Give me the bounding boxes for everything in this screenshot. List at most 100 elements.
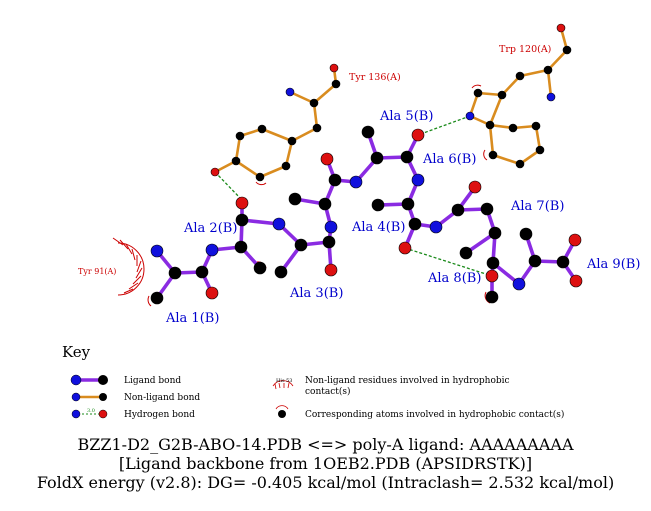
- caption-line-3: FoldX energy (v2.8): DG= -0.405 kcal/mol…: [36, 473, 615, 492]
- ligand-oxygen: [485, 269, 499, 283]
- legend-hydrophobic-residue-icon: [272, 380, 294, 390]
- ligand-nitrogen: [205, 243, 219, 257]
- ligand-carbon: [401, 197, 415, 211]
- legend-nonligand-hydrophobic-label-1: Non-ligand residues involved in hydropho…: [305, 376, 510, 386]
- ligand-nitrogen: [429, 220, 443, 234]
- legend-nonligand-bond-label: Non-ligand bond: [124, 393, 200, 403]
- trp120-contact-arc-2: [483, 149, 488, 161]
- residue-label-trp120: Trp 120(A): [499, 44, 551, 55]
- ligand-carbon: [480, 202, 494, 216]
- ligand-oxygen: [320, 152, 334, 166]
- tyr136-carbon: [257, 124, 267, 134]
- ligand-oxygen: [324, 263, 338, 277]
- ligand-carbon: [371, 198, 385, 212]
- ligand-label-ala4: Ala 4(B): [351, 220, 405, 235]
- ligand-carbon: [253, 261, 267, 275]
- trp120-contact-arc-1: [471, 84, 482, 89]
- ligand-carbon: [519, 227, 533, 241]
- tyr136-carbon: [331, 79, 341, 89]
- ligand-label-ala1: Ala 1(B): [165, 311, 219, 326]
- trp120-carbon: [508, 123, 518, 133]
- legend-corresponding-atom: [278, 410, 286, 418]
- tyr136-contact-arc: [255, 181, 267, 186]
- hydrophobic-arcs: [112, 84, 491, 307]
- ligand-carbon: [451, 203, 465, 217]
- residue-label-tyr91: Tyr 91(A): [78, 267, 116, 276]
- ligand-carbon: [485, 290, 499, 304]
- ligand-nitrogen: [411, 173, 425, 187]
- ligand-carbon: [370, 151, 384, 165]
- legend-title: Key: [62, 343, 91, 361]
- ala1-contact-arc: [147, 295, 152, 307]
- tyr91-hydrophobic-arc: [112, 237, 145, 296]
- hbond-ala4-ala8: [404, 247, 493, 277]
- ligand-nitrogen: [349, 175, 363, 189]
- legend-hbond-distance: 3.0: [87, 408, 95, 414]
- legend-his-sample: His 53: [276, 378, 292, 384]
- ligand-oxygen: [411, 128, 425, 142]
- tyr136-carbon: [235, 131, 245, 141]
- ligand-carbon: [528, 254, 542, 268]
- caption-line-1: BZZ1-D2_G2B-ABO-14.PDB <=> poly-A ligand…: [77, 435, 574, 454]
- hydrogen-bonds: [214, 115, 493, 277]
- legend-contact-arc-icon: [275, 405, 289, 410]
- ligand-nitrogen: [512, 277, 526, 291]
- ligand-oxygen: [205, 286, 219, 300]
- residue-label-tyr136: Tyr 136(A): [349, 72, 401, 83]
- legend-corresponding-atoms-label: Corresponding atoms involved in hydropho…: [305, 409, 564, 420]
- ligand-carbon: [361, 125, 375, 139]
- trp120-nitrogen: [465, 111, 475, 121]
- caption-line-2: [Ligand backbone from 1OEB2.PDB (APSIDRS…: [118, 454, 533, 473]
- trp120-carbon: [531, 121, 541, 131]
- legend-ligand-atom: [98, 375, 108, 385]
- ligand-oxygen: [569, 274, 583, 288]
- trp120-carbon: [515, 159, 525, 169]
- ligand-oxygen: [398, 241, 412, 255]
- ligand-carbon: [168, 266, 182, 280]
- ligand-carbon: [486, 256, 500, 270]
- legend-nonligand-atom: [99, 393, 107, 401]
- tyr136-carbon: [287, 136, 297, 146]
- ligand-carbon: [322, 235, 336, 249]
- tyr136-carbon: [312, 123, 322, 133]
- tyr136-oxygen: [329, 63, 339, 73]
- ligand-nitrogen: [150, 244, 164, 258]
- ligand-carbon: [556, 255, 570, 269]
- ligand-label-ala9: Ala 9(B): [586, 257, 640, 272]
- tyr136-nitrogen: [285, 87, 295, 97]
- trp120-carbon: [543, 65, 553, 75]
- trp120-carbon: [497, 90, 507, 100]
- ligand-carbon: [459, 246, 473, 260]
- ligand-carbon: [150, 291, 164, 305]
- legend-nonligand-hydrophobic-label-2: contact(s): [305, 386, 351, 397]
- ligand-carbon: [288, 192, 302, 206]
- ligand-label-ala3: Ala 3(B): [289, 286, 343, 301]
- legend-hbond-atom: [71, 409, 81, 419]
- ligand-carbon: [274, 265, 288, 279]
- legend-nonligand-atom: [71, 392, 81, 402]
- ligand-carbon: [400, 150, 414, 164]
- tyr136-carbon: [231, 156, 241, 166]
- tyr136-carbon: [309, 98, 319, 108]
- ligand-label-ala8: Ala 8(B): [427, 271, 481, 286]
- ligand-carbon: [328, 173, 342, 187]
- ligand-oxygen: [568, 233, 582, 247]
- trp120-carbon: [488, 150, 498, 160]
- trp120-nitrogen: [546, 92, 556, 102]
- ligand-nitrogen: [272, 217, 286, 231]
- hbond-tyr136-ala2: [214, 171, 243, 201]
- ligand-label-ala2: Ala 2(B): [183, 221, 237, 236]
- ligand-nitrogen: [324, 220, 338, 234]
- ligand-carbon: [235, 213, 249, 227]
- ligand-carbon: [195, 265, 209, 279]
- tyr136-oxygen: [210, 167, 220, 177]
- trp120-carbon: [485, 120, 495, 130]
- trp120-carbon: [515, 71, 525, 81]
- ligand-bonds: [155, 130, 578, 300]
- legend-ligand-bond-label: Ligand bond: [124, 376, 181, 386]
- legend: Key Ligand bond Non-ligand bond 3.0 Hydr…: [62, 343, 564, 420]
- atoms: [150, 23, 583, 305]
- legend-hbond-label: Hydrogen bond: [124, 410, 195, 420]
- trp120-carbon: [535, 145, 545, 155]
